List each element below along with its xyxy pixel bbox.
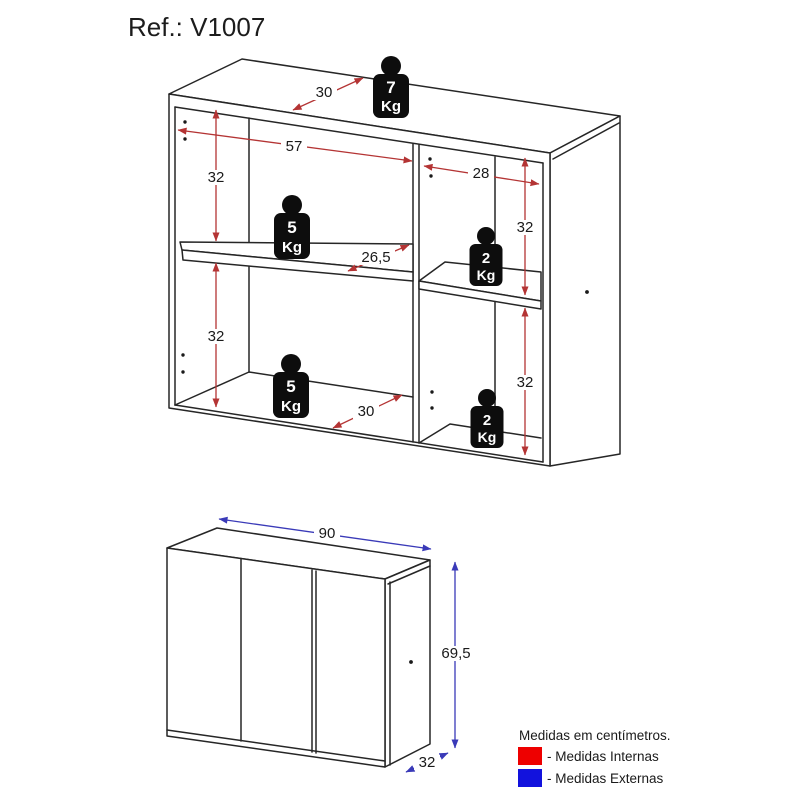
dim-right-upper-height: 32 — [517, 219, 534, 236]
cabinet-front-face — [166, 547, 386, 768]
door-divider-2 — [311, 569, 317, 754]
cabinet-front-face — [168, 93, 551, 467]
dim-height: 69,5 — [441, 645, 470, 662]
cabinet-right-face — [384, 559, 431, 768]
weight-value: 2 — [483, 412, 491, 429]
page-title: Ref.: V1007 — [128, 12, 265, 42]
legend: Medidas em centímetros. - Medidas Intern… — [518, 728, 671, 787]
top-panel-edge — [552, 122, 620, 160]
internal-dimensions-drawing: 7 Kg 5 Kg 5 Kg 2 Kg — [168, 56, 621, 467]
weight-icon-7kg: 7 Kg — [373, 56, 409, 118]
handle-dot — [409, 660, 413, 664]
internal-dimension-labels: 30 57 28 32 32 26,5 30 32 32 — [203, 84, 538, 420]
dim-left-width: 57 — [286, 138, 303, 155]
weight-icon-2kg-bottom: 2 Kg — [470, 389, 504, 448]
external-dimension-labels: 90 69,5 32 — [314, 525, 475, 771]
dim-shelf-depth: 26,5 — [361, 249, 390, 266]
external-dimensions-drawing: 90 69,5 32 — [166, 516, 475, 773]
dim-bottom-depth: 30 — [358, 403, 375, 420]
weight-unit: Kg — [478, 429, 497, 445]
weight-unit: Kg — [281, 398, 301, 415]
dim-left-lower-height: 32 — [208, 328, 225, 345]
dim-right-width: 28 — [473, 165, 490, 182]
weight-unit: Kg — [381, 98, 401, 115]
weight-value: 7 — [386, 78, 395, 97]
dim-depth: 32 — [419, 754, 436, 771]
weight-icon-5kg-bottom: 5 Kg — [273, 354, 309, 418]
weight-capacity-icons: 7 Kg 5 Kg 5 Kg 2 Kg — [273, 56, 504, 448]
weight-icon-2kg-shelf: 2 Kg — [469, 227, 503, 286]
floor-right-perspective — [418, 423, 542, 444]
weight-value: 2 — [482, 250, 490, 267]
cabinet-right-face — [549, 115, 621, 467]
internal-color-swatch — [518, 747, 542, 765]
center-divider — [412, 143, 420, 444]
closed-cabinet-drawing — [166, 527, 431, 768]
floor-front-edge — [174, 404, 544, 463]
legend-note: Medidas em centímetros. — [519, 728, 671, 743]
external-color-swatch — [518, 769, 542, 787]
legend-external-label: - Medidas Externas — [547, 771, 664, 786]
weight-icon-5kg-shelf: 5 Kg — [274, 195, 310, 259]
weight-value: 5 — [286, 377, 295, 396]
top-panel-edge — [387, 565, 431, 585]
weight-unit: Kg — [282, 239, 302, 256]
weight-unit: Kg — [477, 267, 496, 283]
right-shelf-front — [418, 280, 542, 310]
left-shelf-front — [181, 249, 414, 282]
dim-width: 90 — [319, 525, 336, 542]
floor-left-perspective — [174, 371, 414, 406]
legend-internal-label: - Medidas Internas — [547, 749, 659, 764]
door-bottom-gap — [166, 729, 386, 762]
dim-left-upper-height: 32 — [208, 169, 225, 186]
dim-right-lower-height: 32 — [517, 374, 534, 391]
weight-value: 5 — [287, 218, 296, 237]
dim-top-depth: 30 — [316, 84, 333, 101]
